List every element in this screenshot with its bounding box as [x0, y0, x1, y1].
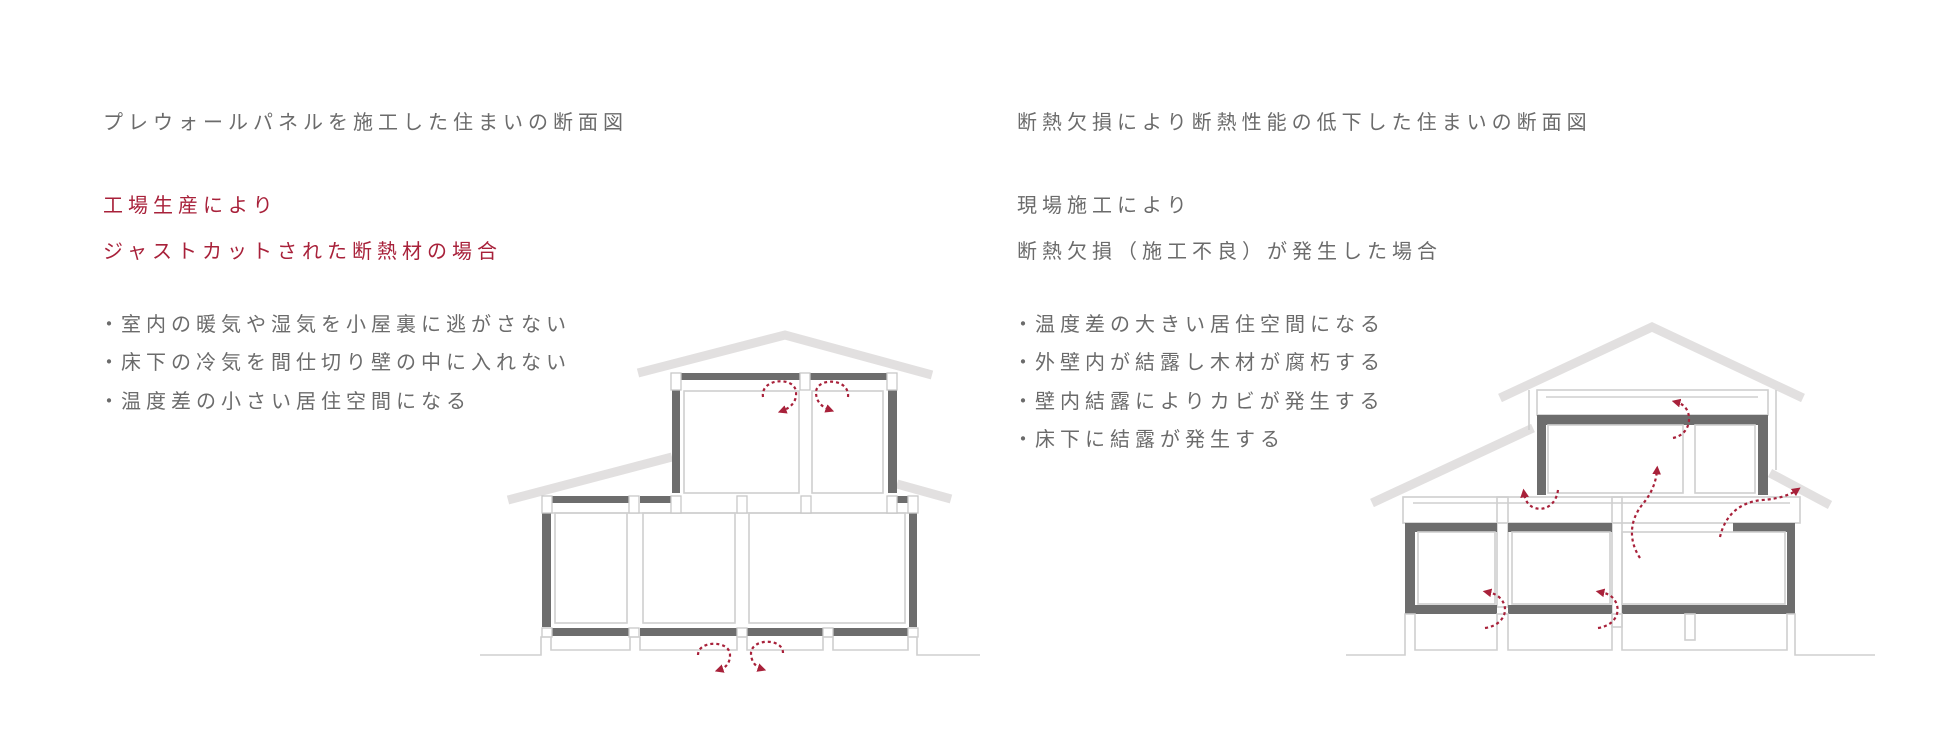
lower-room	[642, 512, 736, 624]
section-title: プレウォールパネルを施工した住まいの断面図	[103, 110, 628, 134]
posts	[541, 372, 919, 638]
lower-room	[748, 512, 906, 624]
bullet-item: 室内の暖気や湿気を小屋裏に逃がさない	[103, 312, 571, 336]
headline-line-2: ジャストカットされた断熱材の場合	[103, 239, 502, 263]
upper-room	[683, 390, 800, 494]
headline-line-1: 工場生産により	[103, 193, 278, 217]
bullet-item: 外壁内が結露し木材が腐朽する	[1017, 350, 1385, 374]
headline-line-1: 現場施工により	[1017, 193, 1192, 217]
upper-room	[1694, 424, 1756, 494]
upper-left-wall-insulation	[672, 390, 680, 493]
lower-roof-left	[506, 452, 674, 505]
bullet-item: 床下に結露が発生する	[1017, 427, 1285, 451]
airflow-arrows	[1482, 398, 1801, 630]
lower-room	[554, 512, 628, 624]
lower-left-wall-insulation	[1405, 523, 1415, 614]
bullet-item: 温度差の大きい居住空間になる	[1017, 312, 1385, 336]
bullet-item: 温度差の小さい居住空間になる	[103, 389, 471, 413]
upper-right-wall-insulation	[888, 390, 897, 493]
main-roof	[636, 330, 934, 380]
section-title: 断熱欠損により断熱性能の低下した住まいの断面図	[1017, 110, 1592, 134]
lower-roof-right	[895, 479, 953, 504]
upper-left-wall-insulation	[1537, 415, 1546, 495]
prewall-house-diagram	[480, 330, 980, 673]
bullet-item: 壁内結露によりカビが発生する	[1017, 389, 1385, 413]
bullet-item: 床下の冷気を間仕切り壁の中に入れない	[103, 350, 571, 374]
upper-room	[1547, 424, 1684, 494]
lower-roof-left	[1370, 423, 1535, 508]
upper-ceiling-insulation	[680, 373, 888, 380]
upper-right-wall-insulation	[1758, 415, 1768, 495]
ground-line	[480, 636, 980, 656]
lower-left-wall-insulation	[542, 513, 551, 627]
lower-room	[1511, 531, 1611, 605]
lower-right-wall-insulation	[909, 513, 917, 627]
headline-line-2: 断熱欠損（施工不良）が発生した場合	[1017, 239, 1442, 263]
lower-room	[1621, 531, 1786, 605]
ground-line	[1346, 613, 1875, 656]
lower-room	[1417, 531, 1496, 605]
lower-right-wall-insulation	[1787, 523, 1795, 614]
airflow-arrows	[696, 380, 850, 673]
defective-house-diagram	[1346, 322, 1875, 656]
upper-ceiling-insulation	[1537, 415, 1768, 425]
main-roof	[1498, 322, 1805, 403]
